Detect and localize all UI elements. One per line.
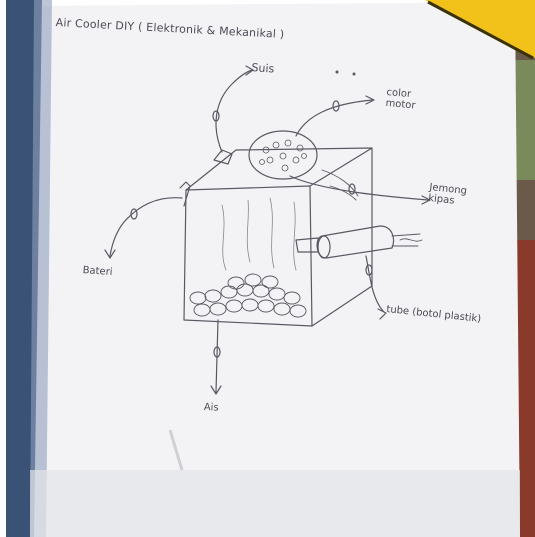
label-color-motor: color motor bbox=[385, 87, 433, 113]
paper-bottom-shade bbox=[30, 470, 520, 537]
label-bateri: Bateri bbox=[82, 265, 113, 278]
dot-2 bbox=[353, 73, 355, 75]
dot-1 bbox=[336, 71, 338, 73]
label-ais: Ais bbox=[204, 402, 219, 414]
label-suis: Suis bbox=[251, 61, 275, 76]
